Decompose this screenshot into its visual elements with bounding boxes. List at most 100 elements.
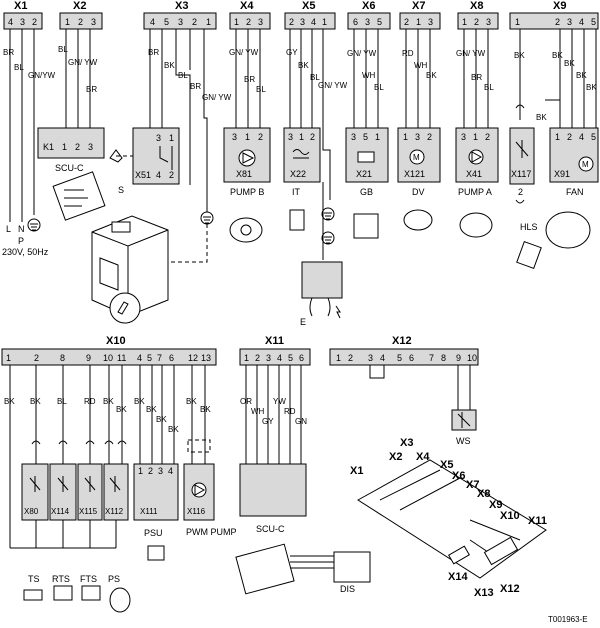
- pin: 6: [299, 353, 304, 363]
- rts-illustration: [53, 585, 73, 601]
- k1-label: K1: [43, 142, 54, 152]
- wire-label: BL: [58, 45, 68, 54]
- wire-label: BR: [3, 48, 14, 57]
- boiler-illustration: [91, 215, 169, 317]
- wire-label: GN/YW: [28, 71, 56, 80]
- pin: 3: [20, 17, 25, 27]
- pin: 4: [168, 466, 173, 476]
- wire-label: BK: [156, 415, 167, 424]
- board-label: X3: [400, 437, 413, 449]
- pin: 1: [322, 17, 327, 27]
- wire-label: BK: [103, 397, 114, 406]
- control-board-illustration: [357, 459, 547, 579]
- electrode-e-label: E: [300, 317, 306, 327]
- svg-text:M: M: [413, 153, 420, 162]
- header-x2: X2: [73, 0, 86, 12]
- wire-label: BK: [200, 405, 211, 414]
- x10-wiring: BK BK BL RD BK BK BK BK BK BK BK BK X80 …: [4, 365, 237, 613]
- connector-x7: [399, 12, 441, 30]
- header-x12: X12: [392, 335, 412, 347]
- connector-x5: [284, 12, 336, 30]
- pin: 1: [462, 17, 467, 27]
- wire-label: GN/ YW: [347, 49, 377, 58]
- pin: 1: [416, 17, 421, 27]
- board-label: X9: [489, 499, 502, 511]
- wire-label: GY: [286, 48, 298, 57]
- pin: 3: [365, 17, 370, 27]
- wire-label: BL: [484, 83, 494, 92]
- connector-x4: [229, 12, 271, 30]
- pin: 10: [467, 353, 477, 363]
- pin: 2: [567, 132, 572, 142]
- pin: 1: [515, 17, 520, 27]
- wire-label: RD: [284, 407, 296, 416]
- x115-label: X115: [79, 507, 98, 516]
- x8-wiring: GN/ YW BR BL 3 1 2 X41 PUMP A: [455, 29, 499, 238]
- x91-box: [549, 127, 599, 183]
- ts-illustration: [23, 589, 43, 601]
- pin: 8: [441, 353, 446, 363]
- pin: 4: [311, 17, 316, 27]
- x80-label: X80: [24, 507, 39, 516]
- wire-label: BK: [164, 61, 175, 70]
- pin: 2: [404, 17, 409, 27]
- pin: 4: [579, 132, 584, 142]
- pin: 4: [277, 353, 282, 363]
- wire-label: BK: [564, 59, 575, 68]
- wire-label: BL: [57, 397, 67, 406]
- x7-wiring: RD WH BK 1 3 2 M X121 DV: [397, 29, 441, 231]
- wire-label: BL: [374, 83, 384, 92]
- dis-label: DIS: [340, 584, 355, 594]
- hls-label: HLS: [520, 222, 538, 232]
- x6-wiring: GN/ YW WH BL 3 5 1 X21 GB: [345, 29, 389, 239]
- header-x5: X5: [302, 0, 315, 12]
- pin: 2: [192, 17, 197, 27]
- pin: 9: [86, 353, 91, 363]
- header-x7: X7: [412, 0, 425, 12]
- header-x10: X10: [106, 335, 126, 347]
- wire-label: BR: [244, 75, 255, 84]
- diverter-valve-illustration: [403, 209, 433, 231]
- pin: 2: [474, 17, 479, 27]
- pin: 4: [137, 353, 142, 363]
- pin: 2: [246, 17, 251, 27]
- switch-s-label: S: [118, 185, 124, 195]
- fts-illustration: [81, 585, 101, 601]
- x1-wiring: BR BL GN/YW L N P 230V, 50Hz: [2, 29, 56, 257]
- wire-label: GN/ YW: [229, 48, 259, 57]
- pin: 3: [300, 17, 305, 27]
- wire-label: BK: [134, 397, 145, 406]
- pin: 1: [65, 17, 70, 27]
- pin: 2: [310, 132, 315, 142]
- drawing-reference: T001963-E: [548, 615, 588, 624]
- wire-label: BK: [426, 71, 437, 80]
- wire-label: BR: [190, 82, 201, 91]
- wire-label: BK: [586, 83, 597, 92]
- pin: 3: [158, 466, 163, 476]
- header-x3: X3: [175, 0, 188, 12]
- board-label: X8: [477, 488, 490, 500]
- wire-label: BK: [514, 51, 525, 60]
- pin: 1: [234, 17, 239, 27]
- display-illustration: [333, 551, 371, 583]
- x21-label: X21: [356, 169, 372, 179]
- pin: 3: [232, 132, 237, 142]
- x12-wiring: WS: [369, 365, 477, 446]
- pin: 2: [348, 353, 353, 363]
- ws-label: WS: [456, 436, 471, 446]
- pin: 3: [156, 133, 161, 143]
- pin: 2: [258, 132, 263, 142]
- pin: 2: [78, 17, 83, 27]
- wire-label: BK: [116, 405, 127, 414]
- pin: 5: [591, 132, 596, 142]
- psu-label: PSU: [144, 528, 163, 538]
- pin: 1: [375, 132, 380, 142]
- header-x9: X9: [553, 0, 566, 12]
- x91-label: X91: [554, 169, 570, 179]
- x22-label: X22: [290, 169, 306, 179]
- pin: 6: [409, 353, 414, 363]
- pin: 2: [32, 17, 37, 27]
- x9-wiring: BK BK BK BK BK BK X117 2 1 2 4 5 M X91 F…: [509, 29, 599, 270]
- hls-illustration: [516, 240, 542, 270]
